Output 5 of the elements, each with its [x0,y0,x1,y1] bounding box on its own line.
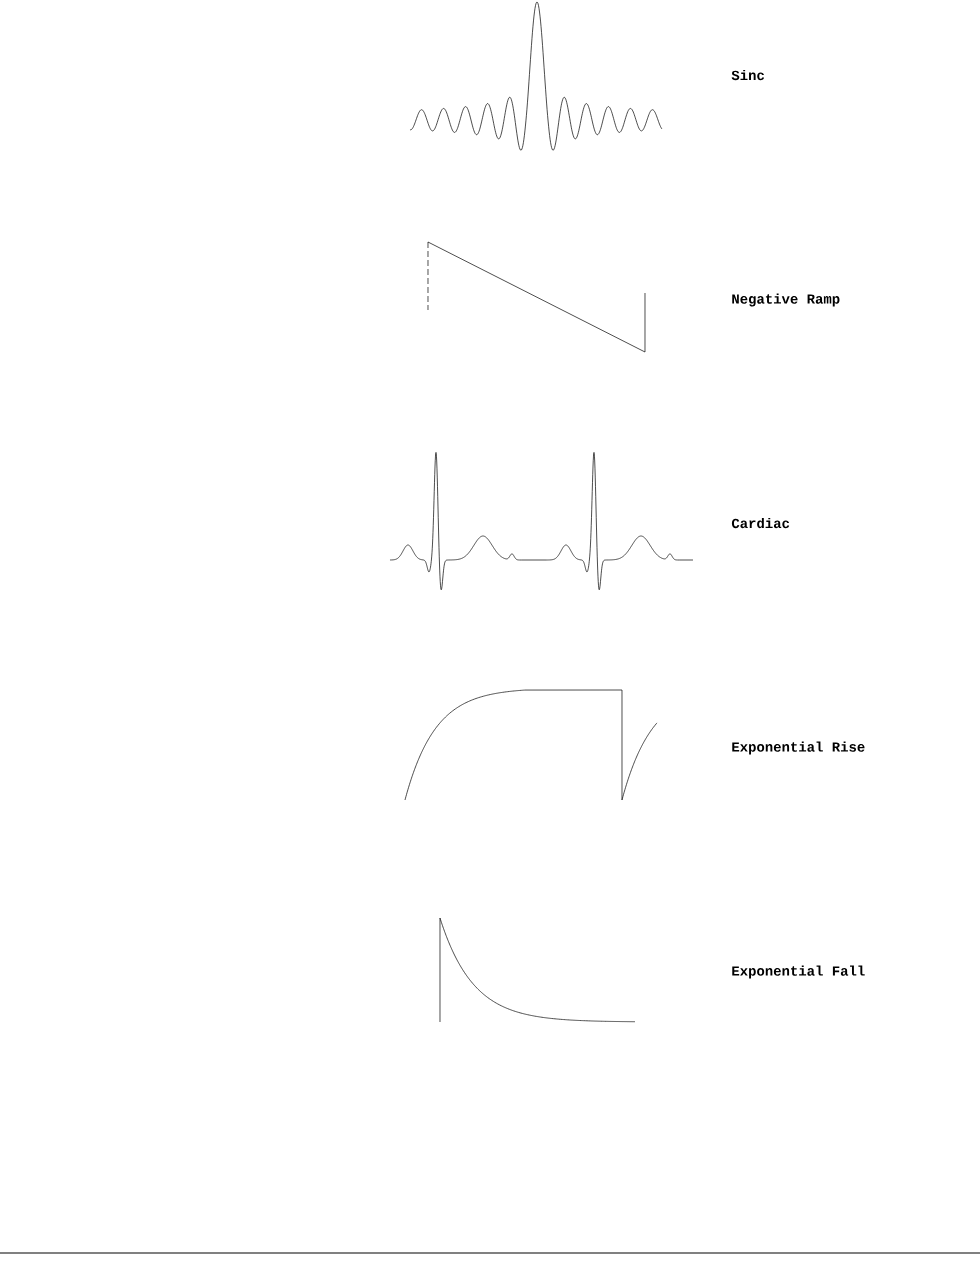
waveform-label: Sinc [731,69,764,81]
waveform-label: Exponential Rise [732,741,865,755]
waveform-label: Negative Ramp [732,293,840,307]
waveform-label: Exponential Fall [732,965,865,979]
waveform-label: Cardiac [731,517,790,529]
